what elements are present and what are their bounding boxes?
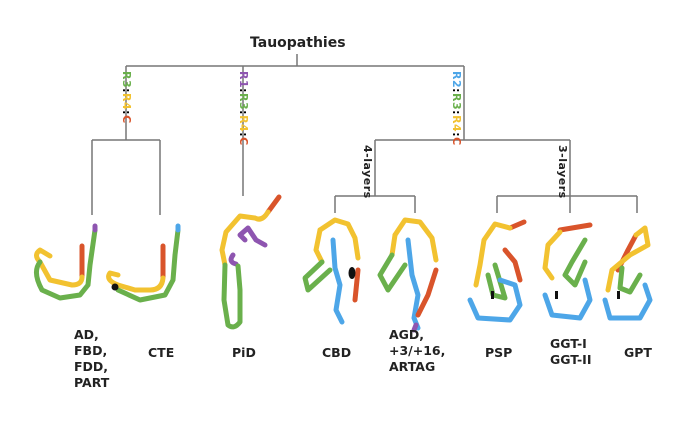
fold-cbd	[302, 217, 361, 325]
label-3-layers: 3-layers	[556, 145, 569, 199]
label-gpt: GPT	[624, 345, 652, 360]
label-cte: CTE	[148, 345, 175, 360]
fold-gpt	[602, 225, 653, 321]
branch-label-r3-r4-c: R3:R4:C	[120, 71, 133, 124]
label-pid: PiD	[232, 345, 256, 360]
branch-label-r2-r3-r4-c: R2:R3:R4:C	[450, 71, 463, 146]
fold-pid	[219, 194, 282, 330]
fold-agd	[377, 217, 439, 333]
fold-psp	[467, 219, 527, 323]
tree-lines	[91, 54, 638, 215]
fold-ggt	[542, 222, 593, 321]
fold-cte	[106, 223, 181, 303]
label-ad: AD,FBD,FDD,PART	[74, 327, 110, 390]
label-cbd: CBD	[322, 345, 352, 360]
branch-label-r1-r3-r4-c: R1:R3:R4:C	[237, 71, 250, 146]
label-psp: PSP	[485, 345, 513, 360]
diagram-title: Tauopathies	[250, 35, 346, 51]
fold-ad	[34, 223, 98, 301]
label-agd: AGD,+3/+16,ARTAG	[389, 327, 446, 374]
label-4-layers: 4-layers	[361, 145, 374, 199]
